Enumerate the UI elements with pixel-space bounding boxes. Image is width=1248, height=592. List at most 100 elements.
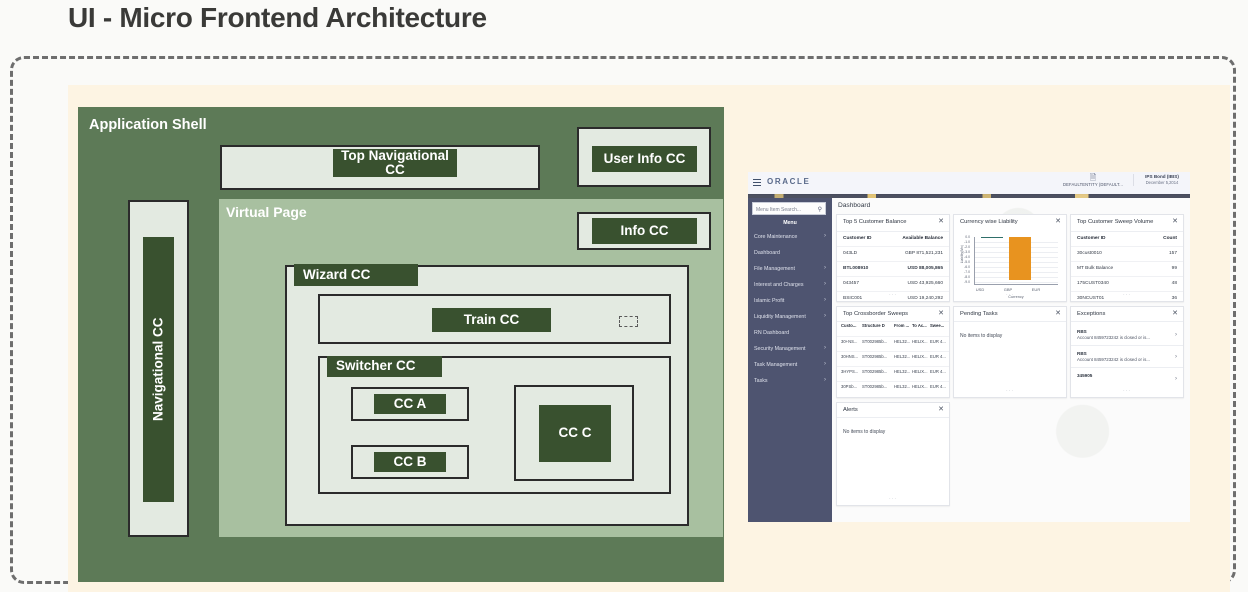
cell-balance: USD 43,925,660 [907, 281, 943, 286]
cc-c-label: CC C [539, 405, 611, 462]
cell: HELIX... [912, 384, 928, 389]
entity-icon: 🗎 [1089, 173, 1097, 182]
sidebar-item-task-management[interactable]: Task Management › [748, 358, 832, 374]
cell-count: 99 [1171, 266, 1177, 271]
decorative-accent-strip [748, 194, 1190, 198]
y-tick: -5.0 [964, 260, 970, 264]
x-tick: USD [975, 287, 985, 292]
chevron-right-icon: › [824, 297, 826, 303]
cc-a-label: CC A [374, 394, 446, 414]
exception-name: RBS [1077, 329, 1087, 334]
column-header: From ... [894, 323, 910, 328]
card-pagination-dots[interactable]: ··· [889, 292, 897, 298]
cell: ST002985b... [862, 384, 888, 389]
close-icon[interactable]: ✕ [1172, 310, 1178, 317]
cell-customer-id: 30NCUST01 [1077, 296, 1105, 301]
exception-description: Account 8459723242 is closed or is... [1077, 335, 1150, 340]
column-header: Count [1163, 236, 1177, 241]
cell-balance: USD 19,240,292 [907, 296, 943, 301]
close-icon[interactable]: ✕ [1055, 218, 1061, 225]
hamburger-menu-icon[interactable] [753, 179, 761, 186]
cell-customer-id: 043LD [843, 251, 858, 256]
empty-state-message: No items to display [843, 429, 886, 435]
card-pagination-dots[interactable]: ··· [1006, 292, 1014, 298]
sidebar-item-tasks[interactable]: Tasks › [748, 374, 832, 390]
menu-heading: Menu [783, 220, 797, 226]
y-tick: -7.0 [964, 270, 970, 274]
placeholder-dashed-icon [619, 316, 638, 327]
chevron-right-icon: › [824, 361, 826, 367]
dashboard-heading: Dashboard [838, 202, 871, 209]
sidebar-item-interest-and-charges[interactable]: Interest and Charges › [748, 278, 832, 294]
card-pagination-dots[interactable]: ··· [1123, 292, 1131, 298]
cell: ST002985b... [862, 339, 888, 344]
chevron-right-icon: › [1175, 332, 1177, 338]
column-header: Customer ID [843, 236, 872, 241]
card-title: Top Customer Sweep Volume [1077, 219, 1154, 225]
oracle-logo: ORACLE [767, 177, 811, 186]
top-navigational-cc-label: Top Navigational CC [333, 148, 457, 177]
sidebar-item-label: RN Dashboard [754, 330, 790, 336]
exception-name: 345905 [1077, 373, 1093, 378]
y-tick: -3.0 [964, 250, 970, 254]
cell: ST002985b... [862, 369, 888, 374]
cell-customer-id: 175CUST0340 [1077, 281, 1109, 286]
card-pagination-dots[interactable]: ··· [889, 496, 897, 502]
table-header-row: Customer ID Count [1071, 232, 1183, 247]
sidebar-item-file-management[interactable]: File Management › [748, 262, 832, 278]
card-exceptions: Exceptions ✕ RBS Account 8459723242 is c… [1070, 306, 1184, 398]
close-icon[interactable]: ✕ [938, 406, 944, 413]
sidebar-item-label: Security Management [754, 346, 806, 352]
user-name: IPS Bond (IBIS) [1145, 174, 1179, 179]
table-row: BTL008910 USD 88,005,865 [837, 262, 949, 277]
switcher-cc-label: Switcher CC [327, 356, 442, 377]
chart-x-axis-label: Currency [1008, 295, 1024, 299]
sidebar-item-islamic-profit[interactable]: Islamic Profit › [748, 294, 832, 310]
card-title: Alerts [843, 407, 858, 413]
column-header: Structure D [862, 323, 885, 328]
page-title: UI - Micro Frontend Architecture [68, 2, 487, 33]
column-header: To Ac... [912, 323, 927, 328]
sidebar-item-liquidity-management[interactable]: Liquidity Management › [748, 310, 832, 326]
bar-gbp [1009, 237, 1031, 280]
user-profile-block[interactable]: IPS Bond (IBIS) December 5,2014 [1133, 174, 1190, 186]
sidebar-item-label: Dashboard [754, 250, 780, 256]
oracle-dashboard-content: Dashboard Top 5 Customer Balance ✕ Custo… [832, 198, 1190, 522]
card-pending-tasks: Pending Tasks ✕ No items to display ··· [953, 306, 1067, 398]
sidebar-item-dashboard[interactable]: Dashboard [748, 246, 832, 262]
exception-name: RBS [1077, 351, 1087, 356]
chevron-right-icon: › [824, 313, 826, 319]
table-row: MT Bulk Balance 99 [1071, 262, 1183, 277]
sidebar-item-label: Task Management [754, 362, 798, 368]
sidebar-item-rn-dashboard[interactable]: RN Dashboard [748, 326, 832, 342]
entity-label: DEFAULTENTITY (DEFAULT... [1063, 182, 1123, 187]
sidebar-item-label: Islamic Profit [754, 298, 785, 304]
table-row: 043457 USD 43,925,660 [837, 277, 949, 292]
cell: 3HYPS... [841, 369, 859, 374]
menu-search-input[interactable]: Menu Item Search... ⚲ [752, 202, 826, 215]
close-icon[interactable]: ✕ [938, 310, 944, 317]
card-pagination-dots[interactable]: ··· [1006, 388, 1014, 394]
close-icon[interactable]: ✕ [938, 218, 944, 225]
cell: EUR 4... [930, 384, 946, 389]
chevron-right-icon: › [824, 233, 826, 239]
cell-customer-id: 043457 [843, 281, 860, 286]
cell: HEL32... [894, 354, 911, 359]
sidebar-item-core-maintenance[interactable]: Core Maintenance › [748, 230, 832, 246]
y-tick: -9.0 [964, 280, 970, 284]
cell-count: 48 [1171, 281, 1177, 286]
virtual-page-label: Virtual Page [226, 204, 307, 220]
sidebar-item-label: Interest and Charges [754, 282, 804, 288]
card-pagination-dots[interactable]: ··· [1123, 388, 1131, 394]
sidebar-item-security-management[interactable]: Security Management › [748, 342, 832, 358]
navigational-cc-label: Navigational CC [143, 237, 174, 502]
table-row: 175CUST0340 48 [1071, 277, 1183, 292]
cell: HELIX... [912, 339, 928, 344]
entity-selector[interactable]: 🗎 DEFAULTENTITY (DEFAULT... [1058, 173, 1128, 188]
train-cc-label: Train CC [432, 308, 551, 332]
close-icon[interactable]: ✕ [1172, 218, 1178, 225]
chevron-right-icon: › [824, 345, 826, 351]
cell: HEL32... [894, 384, 911, 389]
cell: HELIX... [912, 354, 928, 359]
close-icon[interactable]: ✕ [1055, 310, 1061, 317]
